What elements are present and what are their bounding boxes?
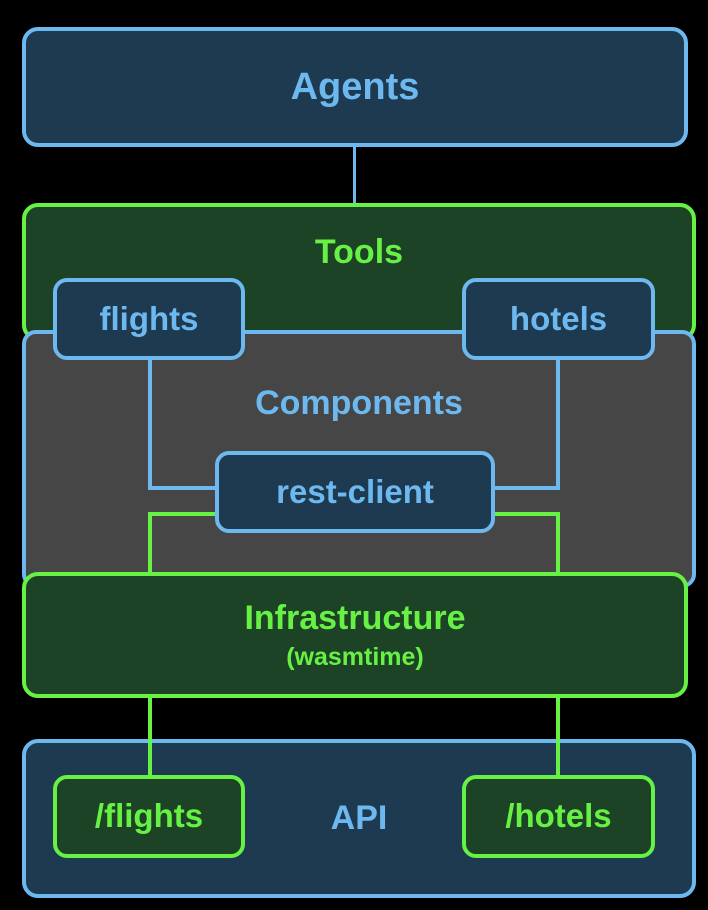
- layer-infrastructure[interactable]: Infrastructure (wasmtime): [22, 572, 688, 698]
- node-flights[interactable]: flights: [53, 278, 245, 360]
- node-hotels-label: hotels: [509, 299, 608, 337]
- edge-infra-to-api-hotels: [556, 698, 560, 778]
- layer-infrastructure-label: Infrastructure: [244, 598, 466, 637]
- edge-flights-to-rest-client-vertical: [148, 356, 152, 490]
- edge-rest-client-to-infra-left-horizontal: [148, 512, 220, 516]
- node-rest-client[interactable]: rest-client: [215, 451, 495, 533]
- edge-hotels-to-rest-client-vertical: [556, 356, 560, 490]
- node-api-hotels[interactable]: /hotels: [462, 775, 655, 858]
- layer-agents[interactable]: Agents: [22, 27, 688, 147]
- node-api-flights-label: /flights: [94, 797, 204, 835]
- edge-agents-to-tools: [353, 147, 356, 203]
- node-rest-client-label: rest-client: [276, 472, 434, 510]
- node-flights-label: flights: [99, 299, 199, 337]
- node-api-hotels-label: /hotels: [505, 797, 612, 835]
- edge-rest-client-to-infra-right-horizontal: [490, 512, 560, 516]
- edge-flights-to-rest-client-horizontal: [148, 486, 220, 490]
- edge-rest-client-to-infra-left-vertical: [148, 512, 152, 574]
- node-hotels[interactable]: hotels: [462, 278, 655, 360]
- edge-hotels-to-rest-client-horizontal: [490, 486, 560, 490]
- layer-components-label: Components: [255, 384, 463, 422]
- layer-agents-label: Agents: [290, 65, 420, 108]
- edge-rest-client-to-infra-right-vertical: [556, 512, 560, 574]
- node-api-flights[interactable]: /flights: [53, 775, 245, 858]
- layer-tools-label: Tools: [314, 233, 404, 271]
- layer-infrastructure-sublabel: (wasmtime): [286, 643, 424, 672]
- edge-infra-to-api-flights: [148, 698, 152, 778]
